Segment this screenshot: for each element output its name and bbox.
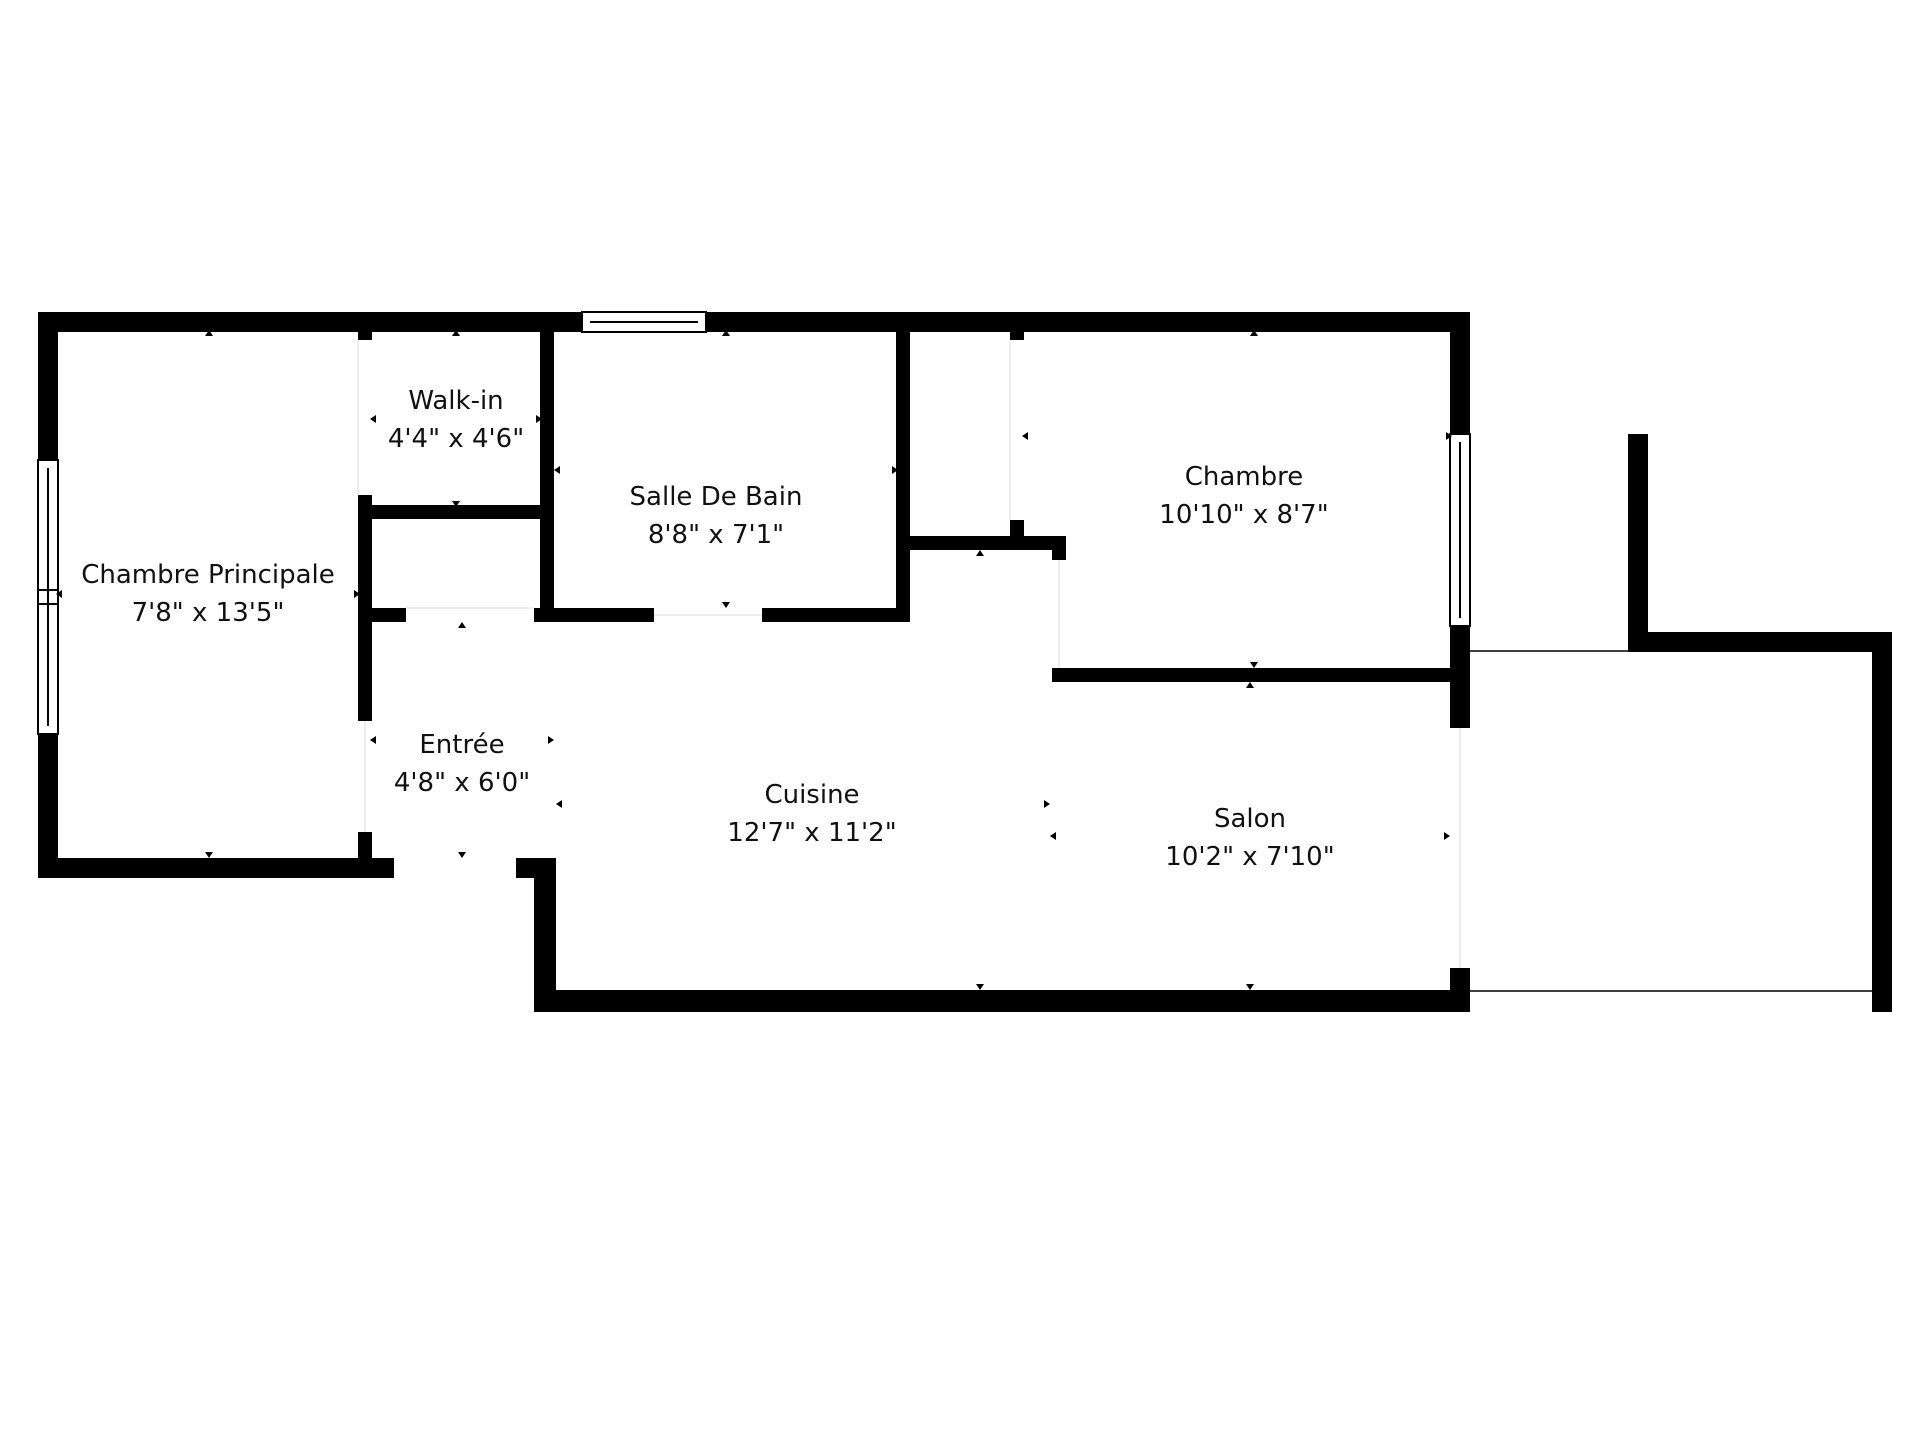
windows xyxy=(37,311,1471,735)
room-name: Cuisine xyxy=(764,780,860,810)
wall-walkin-bath xyxy=(540,332,554,620)
marker-bath-left xyxy=(554,466,560,474)
marker-master-right xyxy=(354,590,360,598)
room-name: Chambre Principale xyxy=(81,560,335,590)
wall-closet-bottom-b xyxy=(534,608,654,622)
marker-walkin-top xyxy=(452,330,460,336)
wall-top-right xyxy=(706,312,1470,332)
marker-kitchen-top xyxy=(976,550,984,556)
marker-living-left xyxy=(1050,832,1056,840)
room-name: Walk-in xyxy=(408,386,504,416)
marker-bath-right xyxy=(892,466,898,474)
marker-walkin-left xyxy=(370,415,376,423)
room-master-bedroom: Chambre Principale 7'8" x 13'5" xyxy=(81,556,335,632)
wall-bedroom-left-stub xyxy=(1052,536,1066,560)
marker-bedroom-bottom xyxy=(1250,662,1258,668)
room-size: 4'8" x 6'0" xyxy=(393,768,531,798)
room-size: 7'8" x 13'5" xyxy=(131,598,285,628)
room-living: Salon 10'2" x 7'10" xyxy=(1165,800,1334,876)
wall-kitchen-left xyxy=(534,858,556,1012)
room-name: Salle De Bain xyxy=(629,482,803,512)
wall-closet-bottom-a xyxy=(358,608,406,622)
dimension-markers xyxy=(56,330,1452,990)
wall-walkin-bottom xyxy=(358,505,546,519)
marker-bath-bottom xyxy=(722,602,730,608)
room-entrance: Entrée 4'8" x 6'0" xyxy=(394,726,530,802)
room-size: 8'8" x 7'1" xyxy=(647,520,785,550)
balcony-wall-top xyxy=(1628,632,1892,652)
balcony-edges xyxy=(1470,650,1872,992)
marker-entrance-right xyxy=(548,736,554,744)
marker-master-top xyxy=(205,330,213,336)
room-name: Chambre xyxy=(1184,462,1304,492)
marker-living-bottom xyxy=(1246,984,1254,990)
room-kitchen: Cuisine 12'7" x 11'2" xyxy=(727,776,896,852)
marker-living-right xyxy=(1444,832,1450,840)
marker-bedroom-top xyxy=(1250,330,1258,336)
wall-bottom xyxy=(534,990,1470,1012)
marker-kitchen-bottom xyxy=(976,984,984,990)
marker-master-bottom xyxy=(205,852,213,858)
wall-closet-bottom xyxy=(896,536,1066,550)
wall-right-top xyxy=(1450,312,1470,434)
room-bathroom: Salle De Bain 8'8" x 7'1" xyxy=(630,478,803,554)
wall-master-bottom xyxy=(38,858,394,878)
wall-bedroom-bottom xyxy=(1052,668,1470,682)
marker-entrance-left xyxy=(370,736,376,744)
room-size: 10'10" x 8'7" xyxy=(1159,500,1329,530)
room-size: 4'4" x 4'6" xyxy=(387,424,525,454)
wall-closet-right-upper xyxy=(1010,332,1024,340)
room-size: 10'2" x 7'10" xyxy=(1165,842,1335,872)
balcony-wall-right xyxy=(1872,632,1892,1012)
marker-living-top xyxy=(1246,682,1254,688)
room-name: Entrée xyxy=(419,730,505,760)
marker-kitchen-right xyxy=(1044,800,1050,808)
marker-entrance-bottom xyxy=(458,852,466,858)
marker-master-left xyxy=(56,590,62,598)
marker-kitchen-left xyxy=(556,800,562,808)
marker-entrance-top xyxy=(458,622,466,628)
marker-bedroom-right xyxy=(1446,432,1452,440)
wall-left-upper xyxy=(38,312,58,460)
wall-closet-right-lower xyxy=(1010,520,1024,550)
room-bedroom: Chambre 10'10" x 8'7" xyxy=(1159,458,1328,534)
balcony-wall-left xyxy=(1628,434,1648,650)
marker-bath-top xyxy=(722,330,730,336)
walls xyxy=(38,312,1892,1012)
room-size: 12'7" x 11'2" xyxy=(727,818,897,848)
openings xyxy=(357,340,1461,968)
marker-walkin-bottom xyxy=(452,501,460,507)
wall-left-lower xyxy=(38,734,58,878)
wall-entrance-stub xyxy=(516,858,556,878)
marker-walkin-right xyxy=(536,415,542,423)
room-name: Salon xyxy=(1213,804,1287,834)
wall-bath-bottom xyxy=(762,608,910,622)
wall-right-mid xyxy=(1450,626,1470,728)
wall-bath-right xyxy=(896,332,910,622)
marker-bedroom-left xyxy=(1022,432,1028,440)
wall-master-right-upper xyxy=(358,332,372,340)
room-walk-in: Walk-in 4'4" x 4'6" xyxy=(388,382,524,458)
wall-master-right-lower xyxy=(358,832,372,872)
wall-top-left xyxy=(38,312,582,332)
